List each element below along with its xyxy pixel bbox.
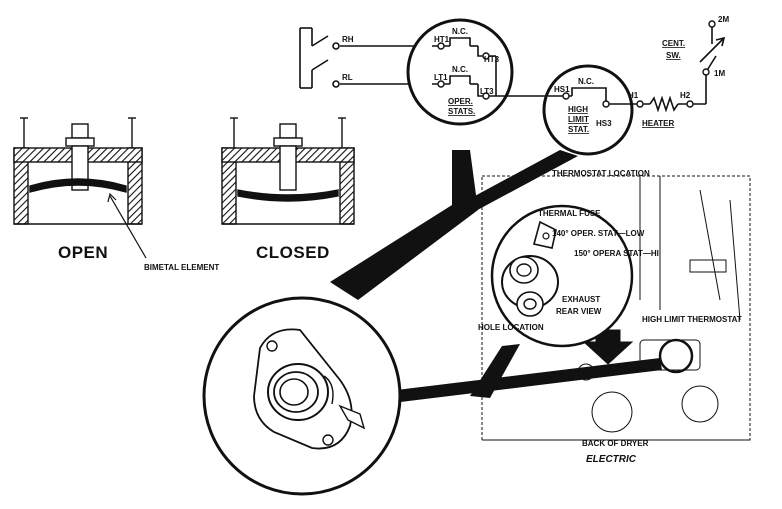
label-hs1: HS1 [554, 85, 570, 94]
electric-label: ELECTRIC [586, 454, 637, 465]
label-lt1: LT1 [434, 73, 448, 82]
label-nc-top: N.C. [452, 27, 468, 36]
label-2m: 2M [718, 15, 729, 24]
label-h2: H2 [680, 91, 691, 100]
label-1m: 1M [714, 69, 725, 78]
rear-view-label: REAR VIEW [556, 307, 602, 316]
label-nc-mid: N.C. [452, 65, 468, 74]
label-rl: RL [342, 73, 353, 82]
oper-stat-low-label: 140° OPER. STAT—LOW [552, 229, 645, 238]
heater-circuit [632, 24, 726, 113]
label-lt3: LT3 [480, 87, 494, 96]
label-hs3: HS3 [596, 119, 612, 128]
back-of-dryer-label: BACK OF DRYER [582, 439, 649, 448]
high-limit-location-circle [658, 338, 694, 374]
bimetal-leader [107, 192, 147, 259]
label-stats: STATS. [448, 107, 475, 116]
oper-stat-hi-label: 150° OPERA STAT—HI [574, 249, 659, 258]
label-ht1: HT1 [434, 35, 450, 44]
high-limit-circle [542, 64, 634, 156]
thermal-fuse-label: THERMAL FUSE [538, 209, 601, 218]
closed-label: CLOSED [256, 243, 330, 262]
heater-terminal-h2 [686, 100, 694, 108]
operating-stats-circle [406, 18, 548, 126]
label-sw: SW. [666, 51, 681, 60]
high-limit-thermostat-label: HIGH LIMIT THERMOSTAT [642, 315, 742, 324]
label-h1: H1 [628, 91, 639, 100]
label-oper: OPER. [448, 97, 473, 106]
label-nc-high: N.C. [578, 77, 594, 86]
label-ht3: HT3 [484, 55, 500, 64]
thermostat-closeup [202, 296, 402, 496]
label-cent: CENT. [662, 39, 685, 48]
label-limit: LIMIT [568, 115, 589, 124]
switch-terminal-1m [702, 68, 710, 76]
label-heater: HEATER [642, 119, 675, 128]
label-stat: STAT. [568, 125, 589, 134]
bimetal-element-label: BIMETAL ELEMENT [144, 263, 219, 272]
exhaust-label: EXHAUST [562, 295, 600, 304]
dryer-detail-circle [490, 204, 634, 348]
open-cross-section [13, 117, 143, 225]
open-label: OPEN [58, 243, 108, 262]
hole-location-label: HOLE LOCATION [478, 323, 544, 332]
switch-terminal-2m [708, 20, 716, 28]
label-rh: RH [342, 35, 354, 44]
thermostat-location-label: THERMOSTAT LOCATION [552, 169, 650, 178]
heater-terminal-h1 [636, 100, 644, 108]
closed-cross-section [221, 117, 355, 225]
label-high: HIGH [568, 105, 588, 114]
